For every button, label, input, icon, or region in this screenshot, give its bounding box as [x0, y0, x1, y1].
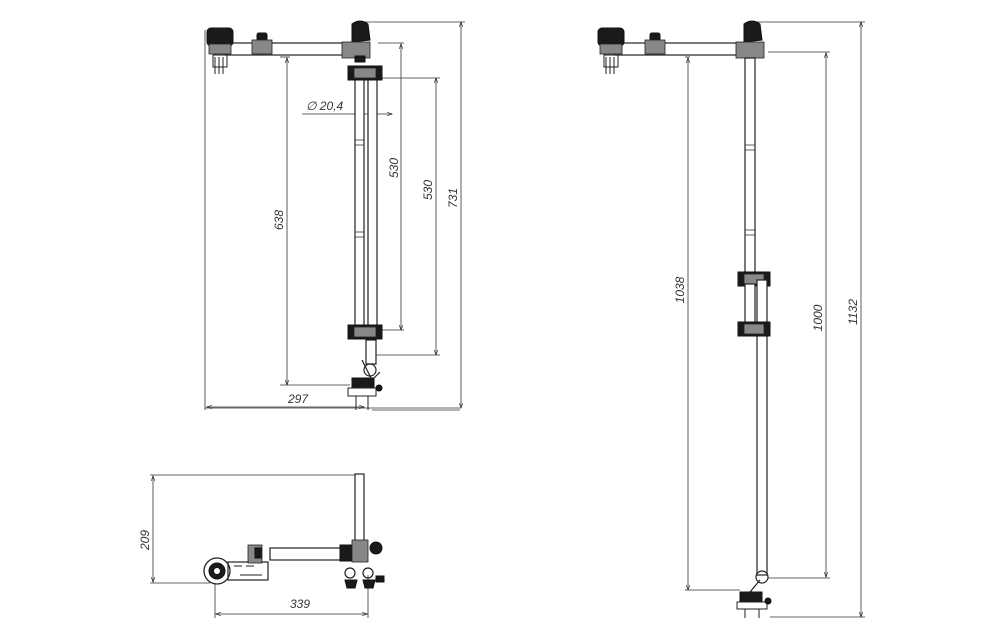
dim-text-1132: 1132	[846, 299, 860, 325]
extended-view: 1038 1000 1132	[597, 20, 865, 618]
extended-lower-tube	[756, 279, 768, 576]
front-view: ∅ 20,4 638 530 530 731 297	[204, 20, 465, 411]
dim-text-638: 638	[272, 210, 286, 230]
vertical-tube-left	[354, 74, 365, 336]
left-knob	[206, 27, 234, 47]
top-view: 209 339	[138, 473, 385, 618]
vertical-tube-right	[367, 69, 378, 336]
dim-text-731: 731	[446, 188, 460, 208]
dim-text-1000: 1000	[811, 304, 825, 331]
dim-text-209: 209	[138, 530, 152, 551]
dim-text-339: 339	[290, 597, 310, 611]
dim-text-297: 297	[287, 392, 309, 406]
diameter-label: ∅ 20,4	[306, 99, 343, 113]
dim-text-530-outer: 530	[421, 180, 435, 200]
extended-upper-tube	[744, 57, 756, 279]
top-arm-tube	[224, 42, 361, 56]
dim-text-1038: 1038	[673, 276, 687, 303]
dim-text-530-inner: 530	[387, 158, 401, 178]
